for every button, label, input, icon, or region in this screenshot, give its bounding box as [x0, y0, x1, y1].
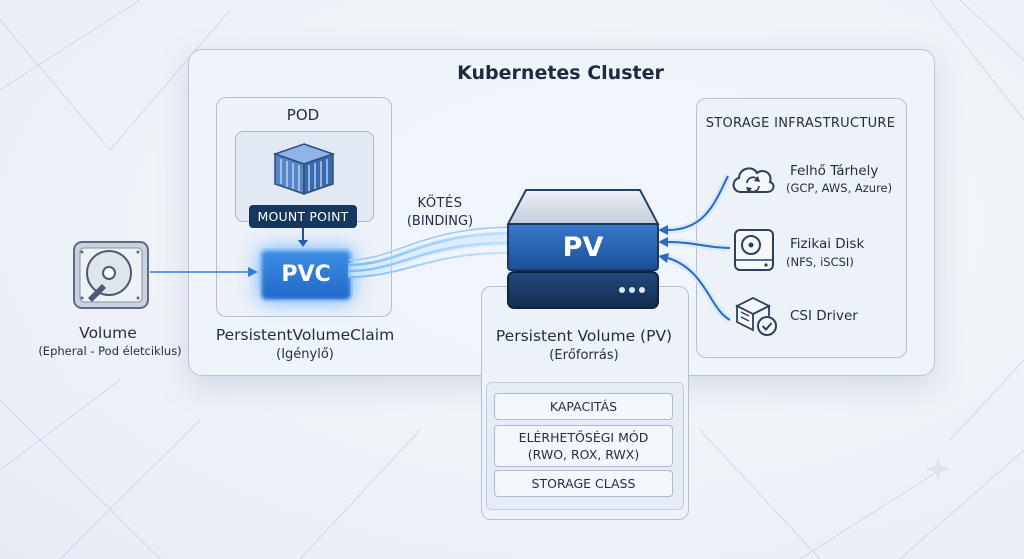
pv-caption-sub: (Erőforrás) [549, 348, 619, 363]
hard-disk-icon [73, 241, 149, 309]
storage-to-pv-arrows [658, 174, 732, 324]
pod-title: POD [286, 106, 320, 124]
access-mode-values: (RWO, ROX, RWX) [527, 447, 640, 462]
volume-caption-sub: (Epheral - Pod életciklus) [38, 344, 182, 358]
cluster-title: Kubernetes Cluster [457, 62, 664, 84]
volume-to-pvc-arrow [150, 267, 258, 277]
storage-item-csi-name: CSI Driver [790, 308, 858, 324]
pvc-box: PVC [259, 248, 353, 302]
access-mode-property: ELÉRHETŐSÉGI MÓD (RWO, ROX, RWX) [494, 425, 673, 467]
csi-driver-icon [734, 296, 777, 336]
storage-item-cloud-name: Felhő Tárhely [790, 163, 879, 179]
storage-item-disk-sub: (NFS, iSCSI) [786, 255, 854, 269]
mount-point-label: MOUNT POINT [249, 205, 357, 228]
storage-item-disk-name: Fizikai Disk [790, 236, 865, 252]
mount-arrow [298, 228, 308, 247]
binding-flow [348, 226, 518, 278]
volume-caption: Volume [79, 324, 137, 342]
storage-infrastructure-panel [696, 98, 907, 358]
pv-caption: Persistent Volume (PV) [495, 327, 673, 345]
pvc-caption-sub: (Igénylő) [276, 347, 334, 362]
capacity-property: KAPACITÁS [494, 393, 673, 420]
storage-title: STORAGE INFRASTRUCTURE [705, 116, 896, 131]
cloud-sync-icon [732, 167, 775, 193]
access-mode-label: ELÉRHETŐSÉGI MÓD [518, 430, 649, 445]
pvc-caption: PersistentVolumeClaim [215, 326, 395, 344]
storage-class-property: STORAGE CLASS [494, 470, 673, 497]
disk-drive-icon [734, 229, 774, 271]
pv-server-icon [506, 189, 660, 309]
storage-item-cloud-sub: (GCP, AWS, Azure) [786, 181, 893, 195]
container-cube-icon [272, 143, 336, 196]
binding-label: KÖTÉS [417, 196, 463, 211]
pv-label: PV [562, 232, 604, 263]
binding-label-sub: (BINDING) [406, 214, 474, 229]
